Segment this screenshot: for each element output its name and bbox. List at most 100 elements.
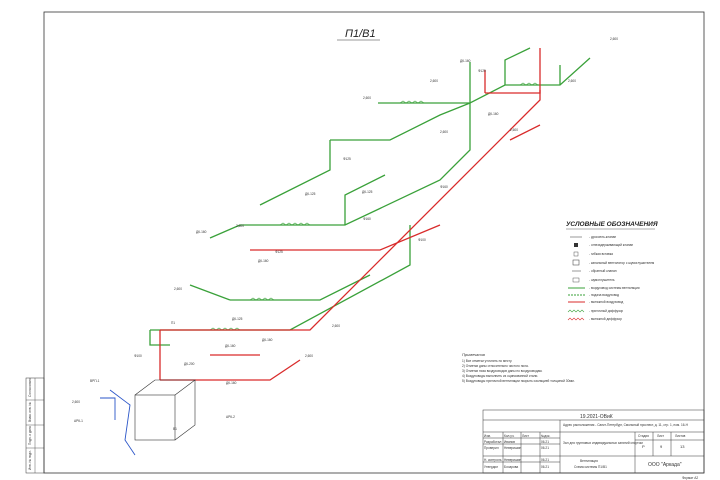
supply-lower-branch <box>230 274 371 301</box>
elev-label: 2,600 <box>305 354 313 358</box>
notes: Примечания 1) Все отметки уточнить по ме… <box>462 352 575 383</box>
duct-label: Ф160 <box>440 185 448 189</box>
supply-duct-mid <box>330 102 471 141</box>
duct-label: ДК-160 <box>460 59 471 63</box>
drawing-title: П1/В1 <box>345 28 376 40</box>
tb-name: Кол.уч. <box>504 434 515 438</box>
duct-label: Ф125 <box>275 250 283 254</box>
supply-diffusers <box>209 82 539 331</box>
supply-left-stub <box>209 224 241 239</box>
elev-label: 2,600 <box>568 79 576 83</box>
sheet-value: 9 <box>660 444 663 449</box>
note-line-0: 1) Все отметки уточнить по месту. <box>462 359 512 363</box>
elev-label: 2,600 <box>363 96 371 100</box>
legend-item-6: - воздуховод системы вентиляции <box>589 286 640 290</box>
duct-label: ДК-160 <box>262 338 273 342</box>
equipment-label: П1 <box>171 321 175 325</box>
note-line-1: 2) Отметки даны относительно чистого пол… <box>462 364 529 368</box>
elevation-labels: 2,600 2,600 2,600 2,600 2,600 2,600 2,60… <box>72 37 618 404</box>
tb-date: №док. <box>541 434 550 438</box>
sheet-name: Схема системы П1/В1 <box>574 465 607 469</box>
note-line-2: 3) Отметки низа воздуховодов даны по воз… <box>462 369 543 373</box>
legend-item-2: - гибкая вставка <box>589 252 613 256</box>
supply-down <box>149 330 170 346</box>
supply-lower-stub <box>189 284 231 301</box>
tb-role: Утвердил <box>484 465 498 469</box>
equipment-label: В1 <box>173 427 177 431</box>
elev-label: 2,600 <box>440 130 448 134</box>
stamp-inv: Инв. № подл. <box>28 450 32 470</box>
tb-name: Иванов <box>504 440 515 444</box>
supply-branch-top <box>504 47 531 85</box>
stamp-agreed: Согласовано <box>28 378 32 397</box>
duct-label: Ф125 <box>478 69 486 73</box>
duct-label: ДК-160 <box>196 230 207 234</box>
duct-label: ДК-160 <box>488 112 499 116</box>
elev-label: 2,600 <box>236 224 244 228</box>
legend: УСЛОВНЫЕ ОБОЗНАЧЕНИЯ - дроссель-клапан -… <box>566 221 658 321</box>
ahu-box <box>134 379 196 441</box>
stage-value: Р <box>642 444 645 449</box>
supply-lower-trunk <box>150 225 411 331</box>
exhaust-top <box>485 48 541 94</box>
exhaust-right-stub <box>509 124 541 141</box>
tb-role: Проверил <box>484 446 499 450</box>
duct-label: Ф125 <box>343 157 351 161</box>
exhaust-main-diagonal <box>160 90 541 331</box>
duct-label: ДК-125 <box>232 317 243 321</box>
sheets-value: 13 <box>680 444 685 449</box>
tb-date: 06.21 <box>541 465 549 469</box>
tb-date: 06.21 <box>541 458 549 462</box>
stamp-replace: Взам. инв. № <box>28 402 32 422</box>
note-line-3: 4) Воздуховоды выполнить из оцинкованной… <box>462 374 538 378</box>
side-stamp: Инв. № подл. Подп. и дата Взам. инв. № С… <box>25 378 45 474</box>
legend-item-7: - подача воздуховод <box>589 293 619 297</box>
tb-name: Неверишин <box>504 458 521 462</box>
ahu-unit <box>134 394 176 441</box>
elev-label: 2,600 <box>332 324 340 328</box>
tb-name: Бочарова <box>504 465 518 469</box>
sheet-frame <box>43 11 705 474</box>
supply-branch-mid <box>259 140 331 206</box>
duct-label: Ф100 <box>134 354 142 358</box>
duct-label: ДК-200 <box>184 362 195 366</box>
title-block-text: 19.2021-ОВиК Адрес расположения - Санкт-… <box>484 414 689 469</box>
legend-item-5: - шумоглушитель <box>589 278 615 282</box>
equipment-labels: ВРП-1 АРК-1 АРК-2 П1 В1 <box>74 321 235 431</box>
tb-role: Н. контроль <box>484 458 502 462</box>
duct-label: ДК-160 <box>226 381 237 385</box>
ahu-equipment <box>100 389 136 456</box>
supply-main-diagonal <box>240 103 471 226</box>
legend-item-10: - вытяжной диффузор <box>589 317 622 321</box>
title-block <box>482 409 705 474</box>
page-format: Формат А2 <box>682 476 698 480</box>
doc-address: Адрес расположения - Санкт-Петербург, См… <box>563 423 689 427</box>
elev-label: 2,600 <box>430 79 438 83</box>
tb-role: Разработал <box>484 440 501 444</box>
exhaust-low <box>160 359 301 381</box>
equipment-label: ВРП-1 <box>90 379 100 383</box>
supply-riser-mid <box>344 174 386 225</box>
duct-label: Ф100 <box>418 238 426 242</box>
stamp-sign: Подп. и дата <box>28 426 32 445</box>
section-name: Вентиляция <box>580 459 598 463</box>
equipment-label: АРК-2 <box>226 415 235 419</box>
exhaust-mid-branch <box>250 224 441 251</box>
sheets-header: Листов <box>675 434 686 438</box>
legend-item-3: - канальный вентилятор с шумоглушителем <box>589 261 654 265</box>
duct-labels: ДК-160 ДК-160 ДК-160 Ф125 Ф125 Ф125 ДК-1… <box>134 59 499 385</box>
tb-role: Изм. <box>484 434 491 438</box>
elev-label: 2,600 <box>610 37 618 41</box>
doc-project: Зал для групповых индивидуальных занятий… <box>563 441 643 445</box>
equipment-label: АРК-1 <box>74 419 83 423</box>
legend-item-4: - обратный клапан <box>589 269 617 273</box>
tb-name: Неверишин <box>504 446 521 450</box>
duct-label: Ф160 <box>363 217 371 221</box>
duct-label: ДК-125 <box>305 192 316 196</box>
company-name: ООО "Аркада" <box>648 462 682 468</box>
tb-date: 06.21 <box>541 446 549 450</box>
sheet-header: Лист <box>657 434 664 438</box>
supply-duct-top <box>378 57 591 104</box>
intake-duct <box>109 389 136 456</box>
